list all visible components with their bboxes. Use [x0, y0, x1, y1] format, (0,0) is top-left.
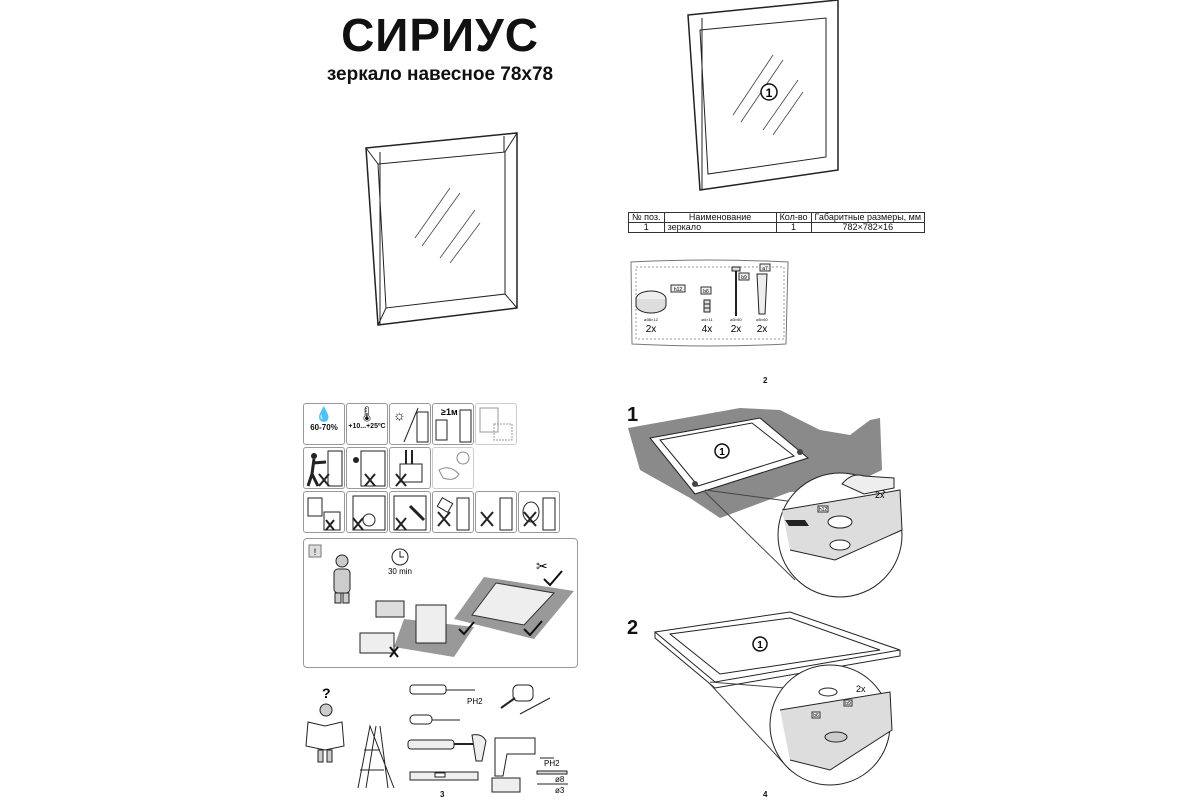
warning-icon	[308, 544, 322, 558]
no-hammer-icon	[389, 491, 431, 533]
cam-fitting-icon	[827, 515, 853, 529]
time-label: 30 min	[388, 567, 412, 576]
svg-text:☼: ☼	[393, 407, 406, 423]
header-cell: № поз.	[628, 212, 665, 223]
no-lifting-alone-icon	[303, 447, 345, 489]
header-cell: Кол-во	[775, 212, 812, 223]
hardware-qty: 2x	[731, 324, 742, 335]
no-sunlight-icon: ☼	[389, 403, 431, 445]
cam-fitting-icon	[635, 290, 667, 314]
page-number: 4	[763, 790, 768, 799]
no-tipping-icon	[346, 447, 388, 489]
no-overload-icon	[346, 491, 388, 533]
product-subtitle: зеркало навесное 78х78	[326, 64, 554, 85]
cell: 782×782×16	[810, 222, 926, 233]
hardware-code: h12	[674, 287, 683, 293]
step-2-illustration: 1 b6 b9 2x	[653, 611, 901, 786]
step-2-number: 2	[627, 617, 639, 639]
hand-icon	[785, 520, 809, 526]
table-row: 1 зеркало 1 782×782×16	[628, 222, 926, 233]
step-1-illustration: 1 h12 2x	[628, 408, 903, 598]
humidity-label: 60-70%	[310, 423, 338, 432]
screwdriver-bit-label: PH2	[467, 697, 483, 706]
distance-label: ≥1м	[441, 407, 458, 417]
no-drilling-icon	[475, 491, 517, 533]
unpacking-instructions-panel: ! 30 min ✂	[303, 538, 578, 668]
part-marker: 1	[766, 86, 773, 100]
hammer-icon	[407, 734, 487, 762]
dowel-icon	[756, 273, 768, 315]
heater-distance-icon: ≥1м	[432, 403, 474, 445]
page-number: 2	[763, 376, 768, 385]
mirror-part-illustration: 1	[687, 0, 839, 191]
temperature-label: +10...+25ºC	[348, 423, 386, 430]
two-person-icon	[333, 554, 351, 604]
mirror-illustration	[365, 132, 518, 326]
cell: 1	[775, 222, 812, 233]
tools-section: ? PH2 PH2 ø8 ø3	[305, 684, 568, 795]
scissors-icon: ✂	[536, 558, 548, 574]
drill-icon	[491, 737, 536, 793]
awl-icon	[409, 714, 460, 725]
hardware-size: ø3×60	[730, 317, 742, 322]
screw-icon	[703, 299, 711, 313]
screwdriver-icon	[409, 684, 475, 695]
cell: зеркало	[663, 222, 777, 233]
hammer-icon	[841, 474, 895, 495]
clock-icon	[391, 548, 409, 566]
no-hanging-icon	[303, 491, 345, 533]
hardware-code: b9	[741, 275, 747, 281]
no-impact-icon	[432, 491, 474, 533]
hardware-qty: 4x	[702, 324, 713, 335]
cleaning-icon	[432, 447, 474, 489]
step-count-label: 2x	[856, 684, 866, 694]
table-header-row: № поз. Наименование Кол-во Габаритные ра…	[628, 212, 926, 223]
hardware-code: b6	[703, 289, 709, 295]
hardware-size: ø5×60	[756, 317, 768, 322]
cell: 1	[628, 222, 665, 233]
page-number: 3	[440, 790, 445, 799]
long-screw-icon	[731, 266, 741, 316]
part-code-label: h12	[819, 507, 828, 513]
hardware-code: a7	[762, 266, 768, 272]
part-marker: 1	[719, 447, 725, 458]
drill-bit-3-label: ø3	[555, 786, 565, 795]
tape-measure-icon	[500, 684, 551, 715]
ventilation-icon	[475, 403, 517, 445]
svg-text:!: !	[314, 547, 317, 557]
temperature-icon: 🌡 +10...+25ºC	[346, 403, 388, 445]
drill-bit-ph-label: PH2	[544, 759, 560, 768]
header-cell: Габаритные размеры, мм	[810, 212, 926, 223]
parts-table: № поз. Наименование Кол-во Габаритные ра…	[628, 212, 926, 233]
hardware-size: ø36×12	[644, 317, 658, 322]
hardware-kit: h12 ø36×12 2x b6 ø4×11 4x b9 ø3×60 2x a7…	[630, 259, 789, 347]
hardware-size: ø4×11	[701, 317, 713, 322]
humidity-icon: 💧 60-70%	[303, 403, 345, 445]
read-instructions-icon: ?	[305, 685, 345, 763]
ladder-icon	[357, 724, 395, 789]
step-1-number: 1	[627, 404, 639, 426]
part-code-label: b9	[845, 701, 851, 707]
part-marker: 1	[757, 640, 763, 651]
no-chemicals-icon	[518, 491, 560, 533]
svg-text:?: ?	[322, 685, 331, 701]
hardware-qty: 2x	[757, 324, 768, 335]
level-icon	[409, 771, 479, 781]
part-code-label: b6	[813, 713, 819, 719]
no-standing-icon	[389, 447, 431, 489]
header-cell: Наименование	[663, 212, 777, 223]
product-title: СИРИУС	[341, 9, 539, 61]
hardware-qty: 2x	[646, 324, 657, 335]
drill-bit-8-label: ø8	[555, 775, 565, 784]
check-icon	[543, 570, 563, 587]
step-count-label: 2x	[875, 490, 885, 500]
